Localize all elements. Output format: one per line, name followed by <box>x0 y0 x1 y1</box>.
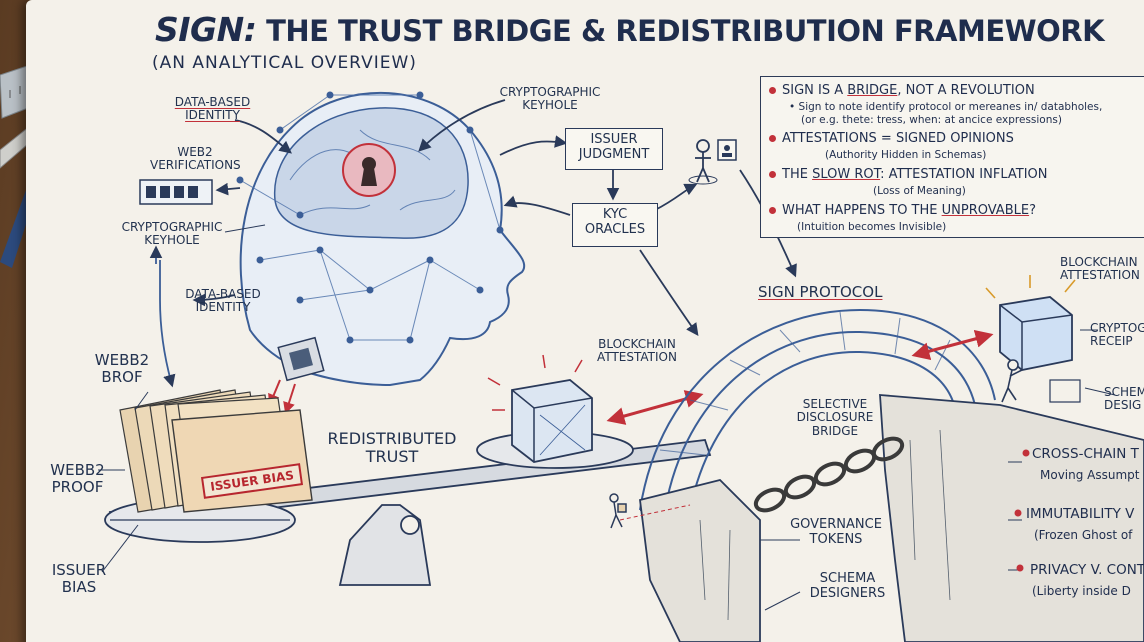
right-item-3-sub: (Liberty inside D <box>1032 584 1131 598</box>
label-cryptog-receip: CRYPTOG RECEIP <box>1090 321 1144 349</box>
panel-text: , NOT A REVOLUTION <box>897 83 1035 98</box>
bullet-icon <box>769 87 776 94</box>
cliff-icon <box>639 394 1144 642</box>
label-cryptographic-keyhole-left: CRYPTOGRAPHIC KEYHOLE <box>121 220 223 248</box>
key-points-panel: SIGN IS A BRIDGE, NOT A REVOLUTION • Sig… <box>760 76 1144 238</box>
kyc-oracles-box: KYC ORACLES <box>572 203 658 247</box>
id-card-icon <box>717 139 737 161</box>
label-issuer-bias: ISSUER BIAS <box>51 561 107 596</box>
bullet-icon <box>769 207 776 214</box>
panel-text: SIGN IS A <box>782 83 848 98</box>
page-title: SIGN: THE TRUST BRIDGE & REDISTRIBUTION … <box>155 10 1105 49</box>
label-blockchain-attestation-mid: BLOCKCHAIN ATTESTATION <box>597 337 677 365</box>
label-text: DATA-BASED IDENTITY <box>174 95 251 123</box>
right-item-2-sub: (Frozen Ghost of <box>1034 528 1133 542</box>
label-webb2-brof: WEBB2 BROF <box>94 351 150 386</box>
keyhole-icon <box>342 143 396 197</box>
panel-item-1-sub1: • Sign to note identify protocol or mere… <box>789 101 1103 113</box>
right-item-3-head: PRIVACY V. CONT <box>1030 562 1144 578</box>
cube-icon-right <box>985 275 1076 371</box>
panel-text: ATTESTATIONS = SIGNED OPINIONS <box>782 131 1014 146</box>
person-icon-right <box>1001 359 1023 403</box>
panel-item-4-sub1: (Intuition becomes Invisible) <box>797 221 947 233</box>
label-redistributed-trust: REDISTRIBUTED TRUST <box>327 429 457 466</box>
panel-highlight: BRIDGE <box>847 83 898 98</box>
cube-icon <box>511 379 593 463</box>
panel-highlight: UNPROVABLE <box>941 203 1030 218</box>
label-blockchain-attestation-right: BLOCKCHAIN ATTESTATION <box>1060 255 1140 283</box>
label-schema-designers: SCHEMA DESIGNERS <box>809 571 886 601</box>
label-selective-disclosure-bridge: SELECTIVE DISCLOSURE BRIDGE <box>796 397 874 438</box>
person-icon <box>695 139 711 183</box>
label-text: SIGN PROTOCOL <box>758 283 883 301</box>
panel-text: WHAT HAPPENS TO THE <box>782 203 942 218</box>
panel-item-2: ATTESTATIONS = SIGNED OPINIONS <box>769 131 1014 146</box>
panel-item-4: WHAT HAPPENS TO THE UNPROVABLE? <box>769 203 1036 218</box>
panel-highlight: SLOW ROT <box>812 167 881 182</box>
right-item-1-sub: Moving Assumpt <box>1040 468 1140 482</box>
panel-item-1: SIGN IS A BRIDGE, NOT A REVOLUTION <box>769 83 1035 98</box>
label-web2-verifications: WEB2 VERIFICATIONS <box>150 145 241 173</box>
label-sign-protocol: SIGN PROTOCOL <box>758 284 882 301</box>
label-schem-desig: SCHEM DESIG <box>1104 385 1144 413</box>
chip-icon <box>277 336 325 382</box>
bullet-icon <box>769 135 776 142</box>
person-icon-small <box>609 493 627 529</box>
title-text: THE TRUST BRIDGE & REDISTRIBUTION FRAMEW… <box>266 14 1105 48</box>
panel-text: ? <box>1029 203 1036 218</box>
label-governance-tokens: GOVERNANCE TOKENS <box>790 517 882 547</box>
panel-item-1-sub2: (or e.g. thete: tress, when: at ancice e… <box>801 114 1062 126</box>
page-subtitle: (AN ANALYTICAL OVERVIEW) <box>152 53 417 73</box>
label-cryptographic-keyhole-top: CRYPTOGRAPHIC KEYHOLE <box>499 85 601 113</box>
brand-name: SIGN: <box>155 10 257 49</box>
issuer-judgment-box: ISSUER JUDGMENT <box>565 128 663 170</box>
label-webb2-proof: WEBB2 PROOF <box>50 461 105 496</box>
panel-item-3: THE SLOW ROT: ATTESTATION INFLATION <box>769 167 1047 182</box>
brain-network-icon <box>236 91 526 387</box>
right-item-1-head: CROSS-CHAIN T <box>1032 446 1139 462</box>
panel-item-2-sub1: (Authority Hidden in Schemas) <box>825 149 987 161</box>
panel-text: : ATTESTATION INFLATION <box>880 167 1048 182</box>
label-data-based-identity-top: DATA-BASED IDENTITY <box>160 95 265 123</box>
right-item-2-head: IMMUTABILITY V <box>1026 506 1135 522</box>
label-data-based-identity-mid: DATA-BASED IDENTITY <box>185 287 261 315</box>
chain-icon <box>753 436 905 513</box>
panel-text: THE <box>782 167 813 182</box>
bullet-icon <box>769 171 776 178</box>
panel-item-3-sub1: (Loss of Meaning) <box>873 185 966 197</box>
verification-card-icon <box>139 179 213 205</box>
